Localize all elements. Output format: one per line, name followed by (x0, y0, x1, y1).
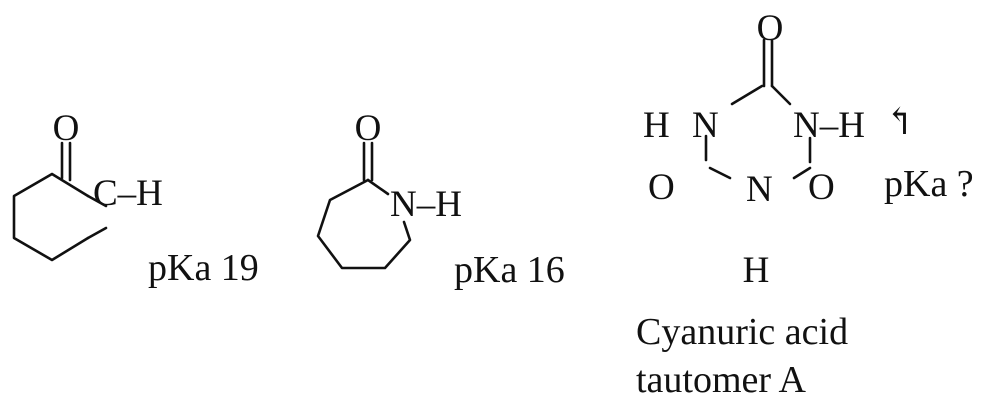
cyclohexanone-structure: O C–H pKa 19 (12, 108, 259, 289)
curved-arrow-icon: ↰ (884, 102, 915, 143)
oxygen-atom-label: O (53, 108, 80, 149)
cyanuric-acid-structure: H N O N–H O N O H ↰ pKa ? Cyanuric acid … (636, 8, 974, 401)
hydrogen-atom-label: H (743, 250, 770, 291)
pka-value-label: pKa 19 (148, 247, 259, 289)
triazine-ring-bonds (704, 84, 812, 180)
amide-carbonyl-double-bond (362, 141, 374, 182)
nitrogen-atom-label: N (692, 105, 719, 146)
carbonyl-double-bond (60, 141, 72, 182)
pka-query-label: pKa ? (884, 163, 974, 205)
carbonyl-double-bond (762, 38, 774, 88)
hydrogen-atom-label: H (643, 105, 670, 146)
alpha-ch-label: C–H (93, 173, 163, 214)
amide-nh-label: N–H (390, 184, 462, 225)
compound-name-line-1: Cyanuric acid (636, 311, 848, 353)
oxygen-atom-label: O (757, 8, 784, 49)
acidic-nh-label: N–H (793, 105, 865, 146)
oxygen-atom-label: O (808, 167, 835, 208)
pka-value-label: pKa 16 (454, 249, 565, 291)
oxygen-atom-label: O (648, 167, 675, 208)
compound-name-line-2: tautomer A (636, 359, 806, 398)
nitrogen-atom-label: N (746, 169, 773, 210)
oxygen-atom-label: O (355, 108, 382, 149)
cyclohexanone-ring-bonds (12, 172, 108, 262)
lactam-structure: O N–H pKa 16 (316, 108, 565, 291)
lactam-ring-bonds (316, 178, 412, 270)
